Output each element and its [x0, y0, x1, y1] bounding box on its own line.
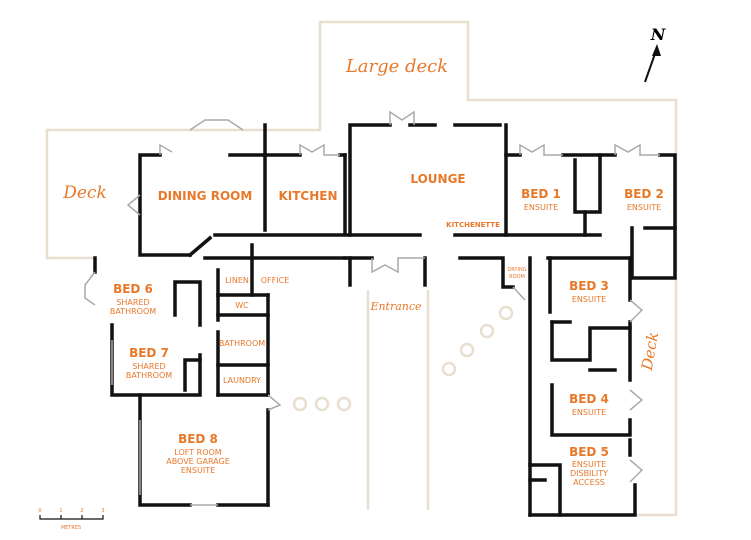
compass-label: N	[650, 25, 667, 44]
bed1-sub: ENSUITE	[524, 203, 558, 212]
scale-tick-2: 2	[80, 508, 83, 514]
lounge-label: LOUNGE	[410, 172, 465, 186]
bed2-label: BED 2	[624, 187, 664, 201]
bed7-sub1: SHARED	[132, 362, 165, 371]
entrance-label: Entrance	[369, 300, 422, 313]
bed6-sub1: SHARED	[116, 298, 149, 307]
bed3-label: BED 3	[569, 279, 609, 293]
bed5-sub2: DISBILITY	[570, 469, 608, 478]
bed7-sub2: BATHROOM	[126, 371, 172, 380]
scale-tick-3: 3	[101, 508, 104, 514]
bed4-sub: ENSUITE	[572, 408, 606, 417]
bed5-label: BED 5	[569, 445, 609, 459]
bathroom-label: BATHROOM	[219, 339, 265, 348]
bed4-label: BED 4	[569, 392, 609, 406]
bed8-label: BED 8	[178, 432, 218, 446]
bed2-sub: ENSUITE	[627, 203, 661, 212]
drying-room-label-2: ROOM	[509, 274, 525, 280]
linen-label: LINEN	[225, 276, 249, 285]
office-label: OFFICE	[261, 276, 290, 285]
bed6-label: BED 6	[113, 282, 153, 296]
bed1-label: BED 1	[521, 187, 561, 201]
walls	[93, 123, 677, 517]
dining-room-label: DINING ROOM	[158, 189, 253, 203]
bed8-sub3: ENSUITE	[181, 466, 215, 475]
kitchenette-label: KITCHENETTE	[446, 221, 500, 229]
drying-room-label-1: DRYING	[507, 267, 526, 273]
bed7-label: BED 7	[129, 346, 169, 360]
large-deck-label: Large deck	[345, 56, 448, 77]
windows-doors	[84, 110, 660, 506]
deck-outline	[45, 20, 678, 517]
right-deck-label: Deck	[638, 331, 663, 373]
wc-label: WC	[235, 301, 249, 310]
bed6-sub2: BATHROOM	[110, 307, 156, 316]
left-deck-label: Deck	[62, 183, 107, 203]
scale-bar: 0 1 2 3 METRES	[38, 508, 104, 531]
bed3-sub: ENSUITE	[572, 295, 606, 304]
scale-tick-0: 0	[38, 508, 41, 514]
kitchen-label: KITCHEN	[278, 189, 337, 203]
scale-unit: METRES	[61, 525, 81, 531]
north-arrow-icon: N	[644, 25, 667, 83]
bed5-sub1: ENSUITE	[572, 460, 606, 469]
bed5-sub3: ACCESS	[573, 478, 605, 487]
laundry-label: LAUNDRY	[223, 376, 261, 385]
bed8-sub1: LOFT ROOM	[174, 448, 222, 457]
bed8-sub2: ABOVE GARAGE	[166, 457, 230, 466]
scale-tick-1: 1	[59, 508, 62, 514]
